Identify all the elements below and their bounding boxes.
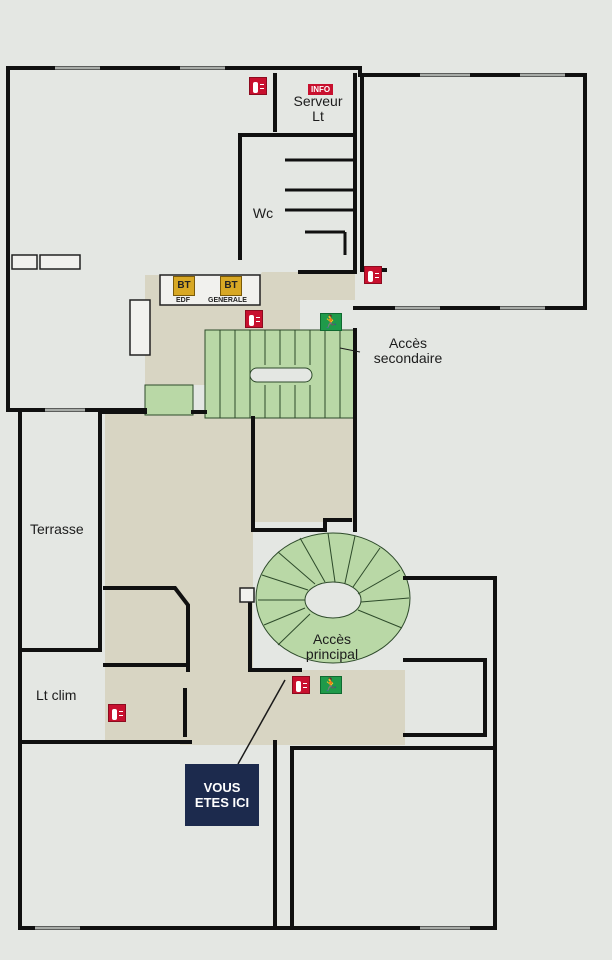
room-label-serveur: Serveur Lt <box>293 93 343 124</box>
you-are-here-label: VOUS ETES ICI <box>194 780 250 810</box>
emergency-exit-icon: 🏃 <box>320 676 342 694</box>
fire-extinguisher-icon <box>245 310 263 328</box>
emergency-exit-icon: 🏃 <box>320 313 342 331</box>
outer-wall-top-left <box>6 66 587 310</box>
windows <box>35 66 565 930</box>
wall-right-block <box>403 576 497 930</box>
walls <box>6 66 587 930</box>
stair-small-landing <box>144 384 194 416</box>
corridor-stair-landing <box>253 412 353 522</box>
info-badge: INFO <box>308 84 334 95</box>
main-stair-steps <box>258 532 410 646</box>
wc-partitions <box>285 158 355 255</box>
wall-right-inner <box>403 658 487 737</box>
wall-left-rooms <box>103 586 190 672</box>
electrical-panel-caption-edf: EDF <box>176 297 190 304</box>
wall-stair-base <box>248 588 302 672</box>
corridor-areas <box>105 272 405 745</box>
fire-extinguisher-icon <box>249 77 267 95</box>
room-label-wc: Wc <box>252 205 274 221</box>
electrical-panel-caption-generale: GENERALE <box>208 297 247 304</box>
wall-wc <box>238 73 357 274</box>
electrical-panel-icon: BT <box>220 276 242 296</box>
fire-extinguisher-icon <box>292 676 310 694</box>
electrical-panel-icon: BT <box>173 276 195 296</box>
room-label-terrasse: Terrasse <box>30 521 84 537</box>
wall-bottom-mid <box>273 740 294 930</box>
fire-extinguisher-icon <box>108 704 126 722</box>
wall-left-rooms-2 <box>103 663 187 737</box>
fire-extinguisher-icon <box>364 266 382 284</box>
secondary-stair-steps <box>219 330 341 418</box>
you-are-here-pointer <box>237 679 286 765</box>
room-label-acces-secondaire: Accès secondaire <box>373 335 443 366</box>
wall-landing <box>251 416 352 532</box>
wall-terrasse <box>18 408 102 652</box>
wall-lt-clim <box>18 648 192 930</box>
room-label-acces-principal: Accès principal <box>305 631 359 662</box>
room-label-lt-clim: Lt clim <box>36 687 77 703</box>
acces-secondaire-pointer <box>339 347 361 353</box>
you-are-here-marker: VOUS ETES ICI <box>185 764 259 826</box>
